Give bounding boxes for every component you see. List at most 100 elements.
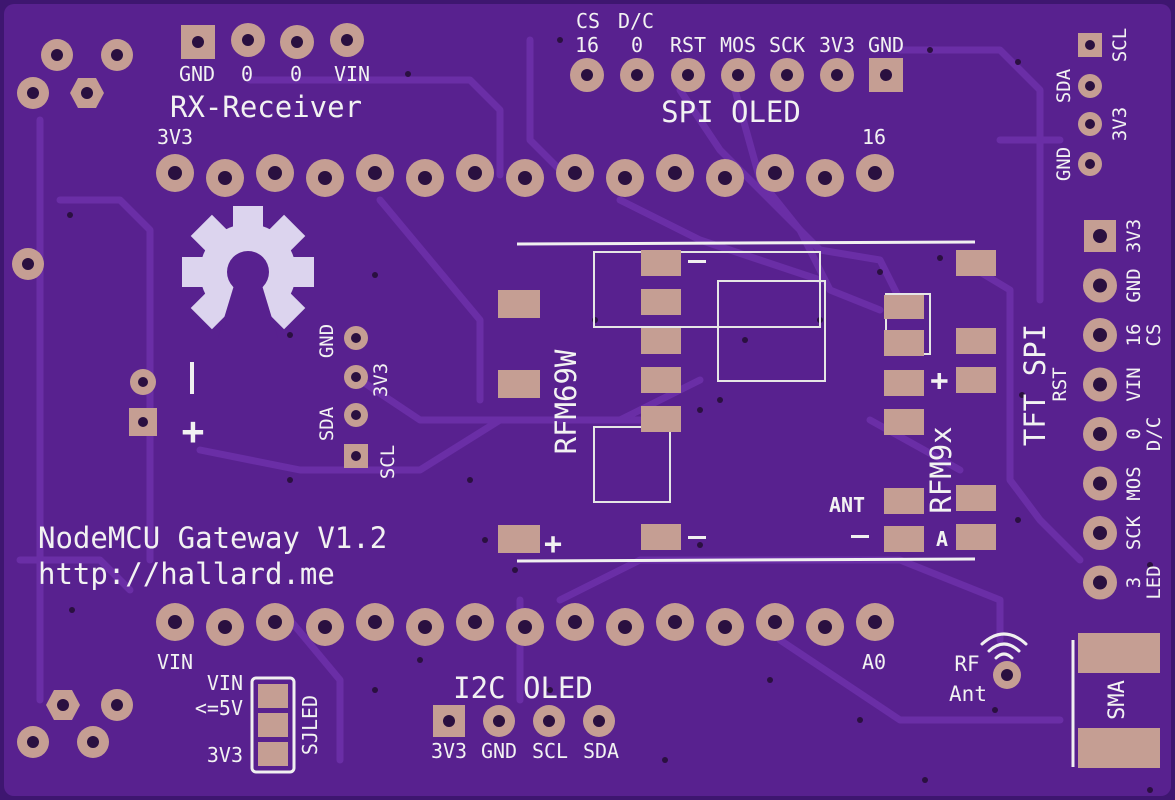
spi-pin-label: 16 — [575, 33, 599, 57]
i2c-right-label: 3V3 — [1109, 107, 1131, 141]
drill-hole — [418, 620, 432, 634]
rfm9x-pad[interactable] — [956, 328, 996, 354]
rfm9x-pad[interactable] — [956, 524, 996, 550]
i2c-oled-title: I2C OLED — [453, 671, 593, 705]
nodemcu-bottom-row — [156, 603, 894, 646]
i2c-oled-pin-label: SDA — [583, 739, 619, 763]
nodemcu-top-left-label: 3V3 — [157, 125, 193, 149]
rfm69-pad[interactable] — [641, 250, 681, 276]
rfm9x-pad[interactable] — [956, 367, 996, 393]
rfm9x-pad[interactable] — [956, 485, 996, 511]
drill-hole — [268, 166, 282, 180]
sjled-opt-label: VIN — [207, 671, 243, 695]
rx-pin-label: VIN — [334, 62, 370, 86]
sjled-jumper: VIN <=5V 3V3 SJLED — [195, 671, 322, 774]
rfm69-pad[interactable] — [641, 367, 681, 393]
tft-pin-sublabel: CS — [1143, 324, 1165, 347]
sjled-pad[interactable] — [258, 742, 288, 766]
drill-hole — [868, 615, 882, 629]
rfm69-minus-label: − — [0, 0, 1, 1]
rfm69-pad[interactable] — [641, 524, 681, 550]
drill-hole — [1093, 328, 1107, 342]
rfm9x-pad[interactable] — [884, 488, 924, 514]
rfm69-pad[interactable] — [641, 328, 681, 354]
spi-pin-label: GND — [868, 33, 904, 57]
rx-receiver-header: GND 0 0 VIN RX-Receiver — [170, 23, 370, 124]
rfm69-pad[interactable] — [641, 289, 681, 315]
rfm9x-pad[interactable] — [956, 250, 996, 276]
tft-pin-sublabel: LED — [1143, 565, 1165, 599]
board-surface — [4, 4, 1171, 796]
open-hardware-gear-icon — [182, 206, 314, 338]
drill-hole — [218, 620, 232, 634]
drill-hole — [218, 171, 232, 185]
drill-hole — [618, 171, 632, 185]
spi-pin-label: 0 — [631, 33, 643, 57]
i2c-oled-pin-label: 3V3 — [431, 739, 467, 763]
spi-pin-label: RST — [670, 33, 706, 57]
rfm69-pad[interactable] — [641, 406, 681, 432]
drill-hole — [1093, 229, 1107, 243]
drill-hole — [518, 171, 532, 185]
i2c-mid-label: SDA — [316, 406, 338, 441]
rfm9x-label: RFM9x — [924, 426, 958, 513]
tft-pin-sublabel: D/C — [1143, 417, 1165, 451]
sma-pad[interactable] — [1078, 728, 1160, 768]
wifi-signal-icon — [980, 632, 1028, 660]
i2c-mid-label: SCL — [377, 445, 399, 479]
power-input: − + — [0, 0, 204, 453]
rfm69-pad[interactable] — [498, 370, 540, 398]
vias — [67, 37, 1153, 793]
rf-antenna: RF Ant — [949, 632, 1028, 706]
rfm9x-pad[interactable] — [884, 370, 924, 396]
drill-hole — [618, 620, 632, 634]
board-url: http://hallard.me — [38, 557, 335, 591]
i2c-right-label: SDA — [1053, 68, 1075, 103]
nodemcu-bottom-right-label: A0 — [862, 650, 886, 674]
drill-hole — [468, 166, 482, 180]
tft-pin-label: 3 — [1123, 577, 1145, 588]
drill-hole — [518, 620, 532, 634]
sjled-pad[interactable] — [258, 684, 288, 708]
rfm9x-minus-mark — [851, 535, 869, 538]
board-title: NodeMCU Gateway V1.2 — [38, 521, 387, 555]
drill-hole — [168, 615, 182, 629]
drill-hole — [818, 620, 832, 634]
rfm9x-plus-label: + — [922, 372, 957, 390]
tft-spi-title: TFT SPI — [1018, 324, 1052, 446]
drill-hole — [668, 615, 682, 629]
drill-hole — [318, 620, 332, 634]
drill-hole — [468, 615, 482, 629]
drill-hole — [1093, 526, 1107, 540]
rfm69-label: RFM69W — [549, 349, 583, 454]
radio-module-area: + − RFM69W RFM9x + ANT A − — [0, 0, 996, 563]
drill-hole — [718, 620, 732, 634]
drill-hole — [168, 166, 182, 180]
rfm69-pad[interactable] — [498, 290, 540, 318]
rfm9x-ant-label: ANT — [829, 493, 865, 517]
sjled-opt-label: 3V3 — [207, 743, 243, 767]
tft-pin-sublabel: RST — [1049, 367, 1071, 401]
drill-hole — [868, 166, 882, 180]
sma-pad[interactable] — [1078, 633, 1160, 673]
i2c-oled-header: I2C OLED 3V3 GND SCL SDA — [431, 671, 619, 763]
rfm9x-pad[interactable] — [884, 409, 924, 435]
rfm69-pad[interactable] — [498, 525, 540, 553]
rfm69-minus-mark — [688, 260, 706, 263]
sma-label: SMA — [1105, 680, 1130, 720]
sjled-opt-label: <=5V — [195, 696, 243, 720]
i2c-right-header: SCL SDA 3V3 GND — [1053, 28, 1131, 181]
rfm9x-pad[interactable] — [884, 295, 924, 319]
i2c-right-label: GND — [1053, 147, 1075, 181]
i2c-oled-pin-label: SCL — [532, 739, 568, 763]
rfm69-plus-label: + — [544, 527, 562, 562]
sjled-pad[interactable] — [258, 713, 288, 737]
i2c-right-label: SCL — [1109, 28, 1131, 62]
corner-pads — [12, 39, 133, 758]
rf-ant-label-2: Ant — [949, 682, 987, 706]
rfm9x-pad[interactable] — [884, 330, 924, 356]
tft-pin-label: VIN — [1123, 367, 1145, 401]
rfm9x-pad[interactable] — [884, 526, 924, 552]
